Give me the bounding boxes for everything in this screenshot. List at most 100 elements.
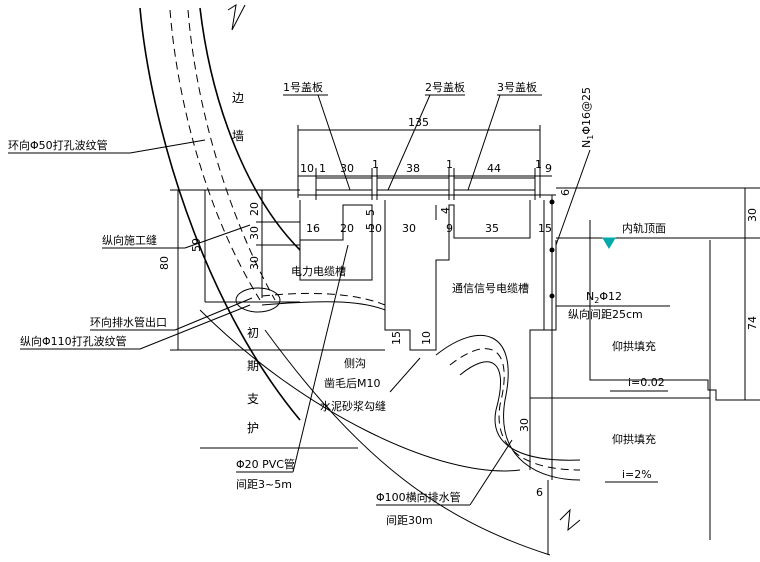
dim-10-mid: 10 [368,222,382,235]
slope-label-2: i=2% [622,468,652,481]
dim-9-mid: 9 [446,222,453,235]
dim-74: 74 [746,316,759,330]
break-mark-bottom [559,508,581,532]
long-joint-leader [184,224,251,249]
rail-top-marker [602,237,616,249]
rebar-dot-2 [549,247,555,253]
invert-fill-upper-outline [589,220,760,401]
dim-30-mid: 30 [402,222,416,235]
cover1-leader [317,94,351,191]
dim-5-a: 5 [364,209,377,216]
trans-pipe-outer [435,334,581,481]
dim-80: 80 [158,256,171,270]
cover-plate-1 [315,177,373,191]
dim-1-a: 1 [319,162,326,175]
trans-spacing-label: 间距30m [386,514,433,527]
chisel-label-2: 水泥砂浆勾缝 [320,399,386,413]
trans-pipe-center [449,348,581,471]
dim-15-mid: 15 [538,222,552,235]
dim-30-center: 30 [518,418,531,432]
trans-pipe-leader [469,439,513,506]
invert-fill-label-1: 仰拱填充 [612,339,656,353]
power-trough-outline [299,200,373,281]
outer-arc [264,329,551,556]
cover3-label: 3号盖板 [497,80,537,94]
dim-30-vertical: 30 [248,226,261,240]
pipe-link-dashed [261,292,386,306]
dim-59: 59 [190,238,203,252]
dim-4: 4 [439,207,452,214]
wall-label-1: 边 [232,91,244,105]
dim-30-vertical-2: 30 [248,256,261,270]
chisel-label-1: 凿毛后M10 [324,377,381,390]
pvc-leader [292,244,349,473]
side-ditch-label: 侧沟 [344,357,366,370]
circ-pipe-dashed-1 [169,9,261,301]
dim-38: 38 [406,162,420,175]
dim-35: 35 [485,222,499,235]
power-trough-label: 电力电缆槽 [291,265,346,278]
dim-16: 16 [306,222,320,235]
long-joint-label: 纵向施工缝 [102,233,157,247]
cover3-leader [467,94,501,191]
trans-pipe-inner [459,361,581,461]
dim-10-vertical: 10 [420,331,433,345]
cover-plate-2 [376,177,450,191]
long-pipe-leader [139,304,251,350]
rebar-n2-label: N2Φ12 [586,290,622,305]
rebar-n1-label: N1Φ16@25 [580,87,595,148]
circ-pipe-label: 环向Φ50打孔波纹管 [8,138,108,152]
wall-inner-line [199,7,301,251]
invert-fill-label-2: 仰拱填充 [612,432,656,446]
circ-pipe-leader [129,139,206,154]
support-label-2: 期 [247,359,259,373]
support-label-4: 护 [247,421,259,435]
ditch-outline [384,200,531,351]
dim-1-b: 1 [372,158,379,171]
dim-6-top: 6 [559,189,572,196]
pvc-spacing-label: 间距3~5m [236,478,292,491]
break-mark-top [227,3,246,31]
dim-5-b: 5 [364,223,377,230]
rebar-n2-spacing: 纵向间距25cm [568,307,643,321]
rebar-dot-1 [549,199,555,205]
chisel-leader [389,357,421,393]
dim-1-c: 1 [446,158,453,171]
cover2-label: 2号盖板 [425,80,465,94]
dim-6-bottom: 6 [536,486,543,499]
circ-pipe-dashed-2 [187,9,276,301]
support-arc [199,309,521,472]
support-label-3: 支 [247,392,259,406]
long-pipe-label: 纵向Φ110打孔波纹管 [20,334,127,348]
n1-leader [555,149,591,246]
dim-10-top: 10 [300,162,314,175]
support-label-1: 初 [247,326,259,340]
dim-9-top: 9 [545,162,552,175]
dim-135: 135 [408,116,429,129]
dim-30-right: 30 [746,208,759,222]
dim-20-mid: 20 [340,222,354,235]
dim-1-d: 1 [535,158,542,171]
invert-fill-side [529,240,711,399]
pvc-pipe-label: Φ20 PVC管 [236,457,295,471]
drain-outlet-label: 环向排水管出口 [90,315,167,329]
cover1-label: 1号盖板 [283,80,323,94]
trans-pipe-label: Φ100横向排水管 [376,490,461,504]
dim-30-top: 30 [340,162,354,175]
wall-outer-line [139,7,301,421]
wall-label-2: 墙 [232,129,244,143]
pipe-link [261,301,386,311]
dim-15-vertical: 15 [390,331,403,345]
rebar-dot-3 [549,293,555,299]
slope-label-1: i=0.02 [628,376,665,389]
signal-trough-label: 通信信号电缆槽 [452,282,529,295]
dim-20-vertical: 20 [248,202,261,216]
dim-44: 44 [487,162,501,175]
drain-outlet-leader [174,297,253,331]
longitudinal-pipe [235,287,281,313]
cover-plate-3 [453,177,536,191]
cover2-leader [387,94,431,191]
rail-top-label: 内轨顶面 [622,221,666,235]
